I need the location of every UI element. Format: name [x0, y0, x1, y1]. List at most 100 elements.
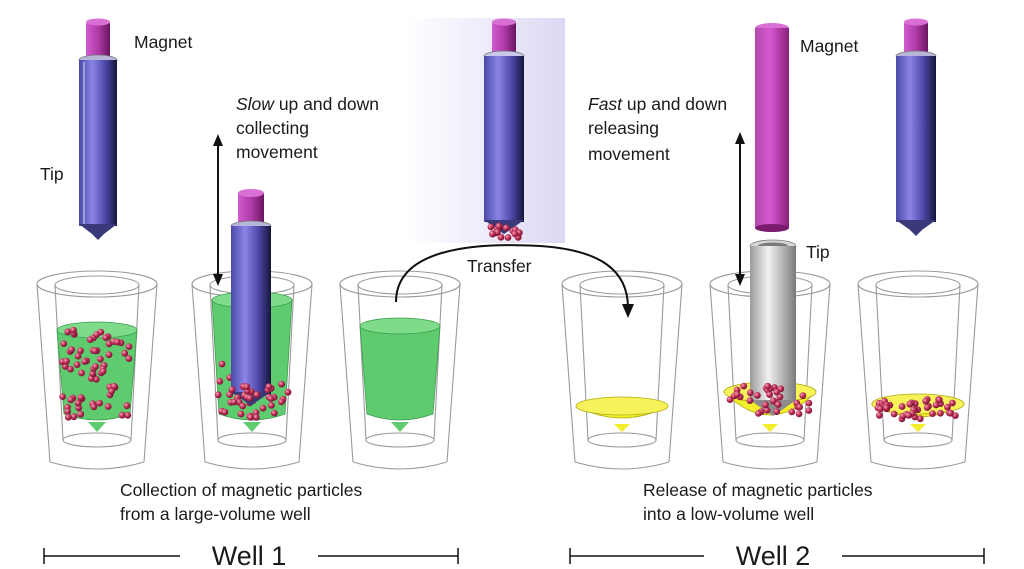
particles-released-well-e	[726, 382, 813, 418]
magnetic-particle	[754, 392, 761, 399]
magnetic-particle	[762, 401, 769, 409]
magnetic-particle	[511, 230, 519, 238]
magnetic-particle	[73, 361, 81, 368]
slow-movement-label: Slow up and down	[236, 94, 379, 114]
magnetic-particle	[123, 402, 131, 410]
magnetic-particle	[246, 394, 254, 402]
magnetic-particle	[81, 358, 89, 365]
slow-line-2: collecting	[236, 118, 309, 138]
magnetic-particle	[944, 403, 951, 411]
magnetic-particle	[239, 402, 247, 410]
fast-movement-label: Fast up and down	[588, 94, 727, 114]
magnet-label-1: Magnet	[134, 32, 193, 52]
slow-word: Slow	[236, 94, 275, 114]
release-caption-line-1: Release of magnetic particles	[643, 480, 873, 500]
magnetic-particle	[766, 391, 773, 398]
particles-on-transfer-tip	[487, 222, 523, 241]
well-2-label: Well 2	[736, 541, 811, 569]
magnetic-particle	[78, 369, 85, 377]
magnetic-particle	[799, 392, 807, 399]
magnetic-particle	[949, 399, 956, 407]
magnetic-particle	[252, 414, 260, 421]
magnetic-particle	[96, 355, 104, 363]
well-2-range: Well 2	[569, 541, 985, 569]
magnetic-particle	[755, 410, 762, 417]
liquid-well-c	[359, 317, 441, 432]
magnet-withdrawn	[755, 23, 789, 232]
magnetic-particle	[937, 409, 944, 417]
slow-movement-arrow	[213, 134, 223, 286]
magnetic-particle	[764, 382, 771, 390]
tip-label-1: Tip	[40, 164, 64, 184]
magnetic-particle	[91, 347, 99, 355]
slow-rest: up and down	[279, 94, 379, 114]
magnetic-particle	[922, 397, 930, 405]
magnetic-particle	[124, 411, 132, 419]
well-c	[339, 270, 461, 470]
magnetic-particle	[252, 409, 260, 416]
transfer-label: Transfer	[467, 256, 532, 276]
particles-collected-on-tip-b	[226, 383, 278, 410]
magnetic-particle	[104, 403, 112, 410]
magnetic-particle	[495, 222, 503, 230]
magnetic-particle	[64, 413, 72, 421]
fast-rest: up and down	[627, 94, 727, 114]
particles-resuspended-well-f	[874, 396, 959, 423]
magnetic-particle	[99, 367, 107, 375]
magnetic-particle	[740, 382, 748, 390]
tip-label-2: Tip	[806, 242, 830, 262]
magnetic-particle	[905, 412, 913, 419]
release-caption-line-2: into a low-volume well	[643, 504, 814, 524]
magnetic-particle	[230, 398, 238, 406]
magnetic-particle	[253, 391, 261, 399]
magnetic-particle	[947, 409, 954, 417]
magnetic-particle	[68, 346, 75, 354]
magnetic-particle	[77, 347, 84, 355]
magnetic-particle	[67, 365, 74, 373]
empty-tip-in-well-e	[749, 239, 797, 416]
magnetic-particle	[96, 399, 103, 407]
magnetic-particle	[875, 411, 883, 419]
magnetic-particle	[284, 388, 292, 396]
magnetic-particle	[898, 403, 906, 410]
magnetic-particle	[110, 382, 118, 390]
magnetic-particle	[746, 389, 754, 397]
magnetic-particle	[487, 223, 495, 231]
fast-movement-arrow	[735, 132, 745, 286]
magnetic-particle	[805, 407, 813, 414]
tip-with-magnet-in-well-b	[230, 189, 272, 406]
magnetic-particle	[270, 409, 278, 417]
tip-with-magnet-1	[78, 18, 118, 240]
arrows	[213, 132, 745, 318]
magnetic-particle	[746, 397, 754, 404]
magnetic-particle	[935, 396, 943, 404]
magnetic-particle	[77, 394, 85, 401]
liquid-well-d	[575, 396, 669, 432]
magnetic-particle	[70, 326, 77, 334]
magnetic-particle	[763, 406, 771, 414]
magnetic-particle	[268, 402, 275, 409]
collection-caption-line-1: Collection of magnetic particles	[120, 480, 362, 500]
magnetic-particle	[60, 340, 68, 347]
magnetic-particle	[733, 391, 741, 398]
magnetic-particle	[64, 328, 72, 336]
magnetic-particle	[502, 224, 510, 232]
magnetic-particle	[265, 383, 273, 390]
magnetic-particle	[102, 334, 110, 341]
fast-word: Fast	[588, 94, 623, 114]
magnetic-particle	[805, 399, 813, 407]
magnetic-particle	[876, 405, 884, 413]
magnetic-particle	[86, 336, 94, 343]
magnetic-particle	[214, 391, 222, 399]
magnetic-particle	[489, 230, 496, 238]
tip-with-magnet-transfer	[483, 18, 525, 234]
well-a	[36, 270, 158, 470]
magnetic-particle	[890, 410, 898, 418]
well-1-range: Well 1	[43, 541, 459, 569]
magnetic-particle	[906, 400, 914, 408]
magnetic-particle	[74, 352, 82, 360]
magnetic-particle	[773, 408, 781, 415]
magnetic-particle	[77, 410, 85, 418]
magnetic-particle	[92, 363, 99, 370]
